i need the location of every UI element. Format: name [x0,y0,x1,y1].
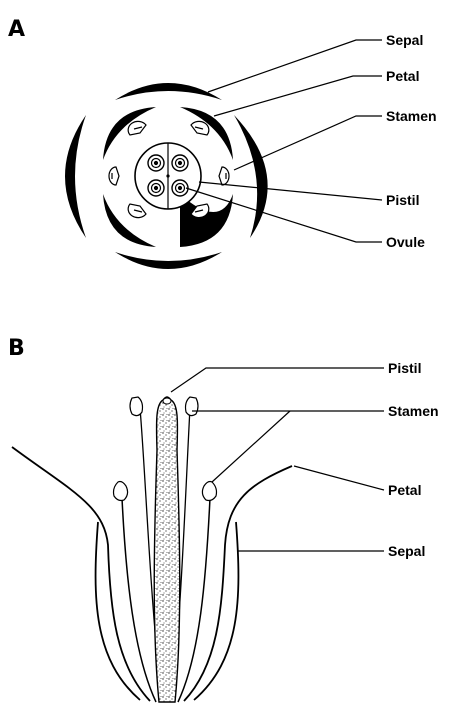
panel-a: A [8,17,437,269]
sepal-top [115,83,222,100]
label-stamen: Stamen [386,108,437,124]
stamen-filament [122,498,156,702]
pistil-a [135,143,201,209]
ovule [148,180,164,196]
label-petal-b: Petal [388,482,421,498]
label-petal: Petal [386,68,419,84]
ovule [148,155,164,171]
sepal-right [234,115,268,238]
stamen-anther [130,397,143,416]
label-pistil-b: Pistil [388,360,421,376]
stamen-anther [128,121,146,135]
leader-line-petal [214,76,382,116]
panel-b-letter: B [8,336,25,361]
leader-line-sepal [208,40,382,92]
panel-a-letter: A [8,17,25,42]
petal-left-b [12,447,150,701]
stamen-anther [191,121,209,135]
label-ovule: Ovule [386,234,425,250]
label-pistil: Pistil [386,192,419,208]
stamen-anther [186,397,199,416]
leader-line-pistil [199,182,382,200]
label-sepal-b: Sepal [388,543,425,559]
ovule [172,155,188,171]
stamen-anther [219,167,229,185]
leader-lines-b [171,368,384,551]
sepal-left [65,115,86,238]
pistil-b [154,397,180,702]
leader-line-petal-b [294,466,384,490]
stigma [163,398,171,404]
ovule [172,180,188,196]
sepal-bottom [115,252,222,269]
stamen-filament [178,498,210,702]
petals-b [12,447,292,701]
label-sepal: Sepal [386,32,423,48]
pistil-body [154,397,180,702]
panel-b: B [8,336,439,702]
stamen-anther [128,204,146,218]
leader-lines-a [186,40,382,242]
leader-line-pistil-b [171,368,384,392]
stamen-anther [114,482,128,501]
stamen-anther [109,167,119,185]
sepal-left-b [96,522,140,700]
stamen-anther [202,482,216,501]
label-stamen-b: Stamen [388,403,439,419]
